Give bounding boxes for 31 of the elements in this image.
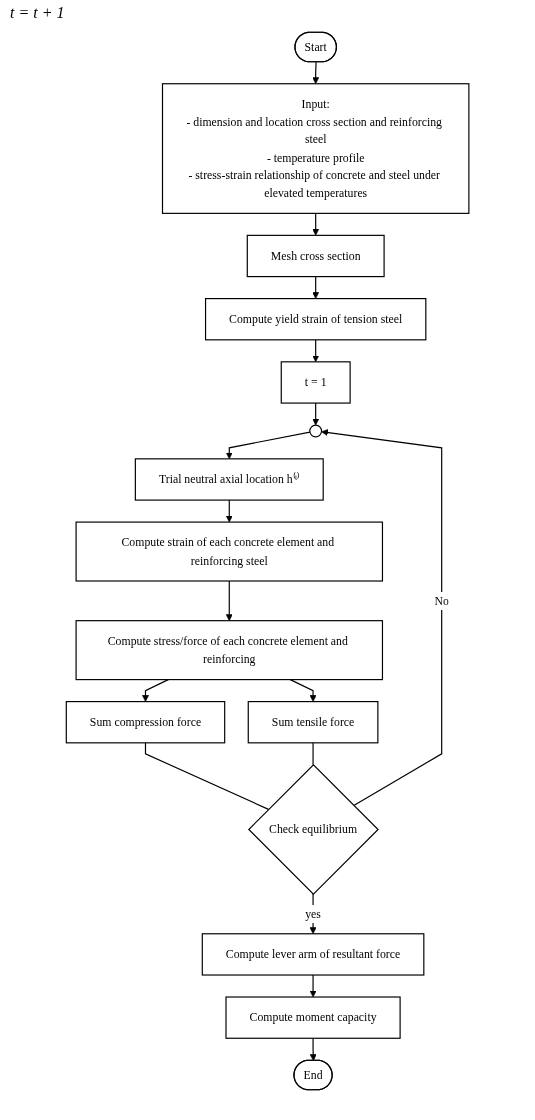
node-box: Trial neutral axial location h⁽ᵗ⁾ <box>134 458 324 501</box>
node-box: Input: - dimension and location cross section and reinforcing steel - temperature profile - stress-strain relationship of concrete and steel under elevated temperatures <box>161 83 470 214</box>
edge-label: yes <box>305 907 321 921</box>
node-circle <box>309 424 323 438</box>
arrow <box>309 1037 317 1061</box>
arrow <box>225 499 233 523</box>
arrow <box>309 974 317 998</box>
node-box: Compute yield strain of tension steel <box>204 298 427 341</box>
arrow <box>141 679 169 702</box>
connector <box>144 742 270 810</box>
node-box: Compute stress/force of each concrete element and reinforcing <box>75 620 383 681</box>
arrow <box>312 61 320 85</box>
node-diamond: Check equilibrium <box>247 764 379 895</box>
arrow <box>289 679 317 702</box>
arrow <box>312 212 320 236</box>
edge-label: No <box>434 594 449 607</box>
node-box: Mesh cross section <box>246 234 385 278</box>
node-box: Compute lever arm of resultant force <box>201 933 425 976</box>
arrow <box>312 339 320 363</box>
loop-counter-label: t = t + 1 <box>10 4 66 22</box>
node-box: Compute strain of each concrete element and reinforcing steel <box>75 521 383 582</box>
node-box: t = 1 <box>280 361 351 404</box>
connector <box>312 742 314 766</box>
arrow <box>312 276 320 299</box>
node-box: Sum tensile force <box>247 701 379 744</box>
node-box: Compute moment capacity <box>225 996 401 1039</box>
arrow <box>321 429 443 807</box>
node-box: Sum compression force <box>65 701 226 744</box>
arrow <box>225 580 233 621</box>
arrow <box>312 402 320 426</box>
arrow <box>225 431 311 460</box>
